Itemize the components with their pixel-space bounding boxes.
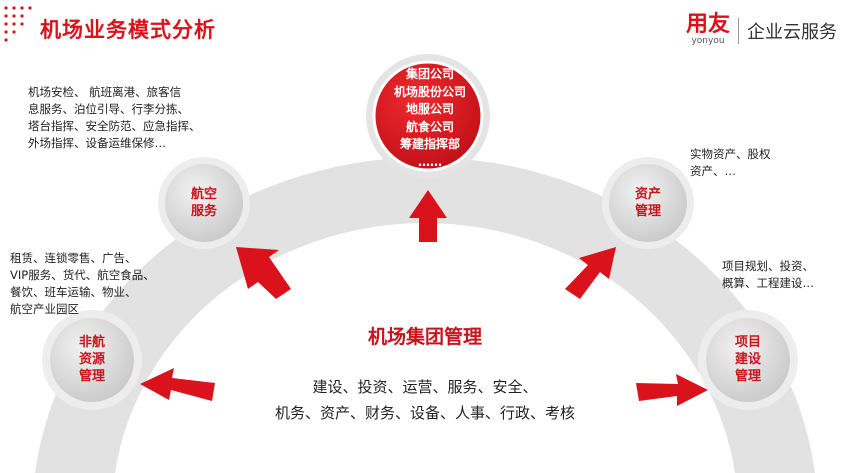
project-circle xyxy=(706,318,790,402)
arrow-asset xyxy=(565,247,616,299)
top-node-line: …… xyxy=(418,154,442,169)
center-line-2: 机务、资产、财务、设备、人事、行政、考核 xyxy=(274,404,575,422)
top-circle xyxy=(372,60,484,172)
asset-management-label: 资产 管理 xyxy=(634,187,661,219)
center-title: 机场集团管理 xyxy=(367,326,482,348)
center-line-1: 建设、投资、运营、服务、安全、 xyxy=(312,378,538,396)
brand-mark: 用友 xyxy=(685,12,730,37)
arrow-non-aviation xyxy=(140,368,215,401)
arrow-up xyxy=(409,190,447,242)
project-management-label: 项目 建设 管理 xyxy=(734,335,761,384)
non-aviation-label: 非航 资源 管理 xyxy=(78,335,105,384)
arrow-project xyxy=(636,374,708,406)
top-node-line: 集团公司 xyxy=(405,67,454,81)
non-aviation-circle xyxy=(50,318,134,402)
asset-desc: 实物资产、股权 资产、… xyxy=(690,147,771,178)
decor-dots xyxy=(4,6,32,42)
yonyou-logo: 用友 yonyou xyxy=(686,14,730,47)
top-node-line: 机场股份公司 xyxy=(393,84,466,99)
top-node-line: 航食公司 xyxy=(405,119,454,134)
brand-logo: 用友 yonyou 企业云服务 xyxy=(686,14,837,47)
brand-text: 企业云服务 xyxy=(747,21,837,43)
brand-divider xyxy=(738,17,739,44)
top-node-label: 集团公司 机场股份公司 地服公司 航食公司 筹建指挥部 …… xyxy=(382,66,478,171)
aviation-service-label: 航空 服务 xyxy=(190,187,217,219)
arrow-aviation xyxy=(236,247,291,299)
project-desc: 项目规划、投资、 概算、工程建设… xyxy=(722,259,814,290)
brand-subtext: yonyou xyxy=(691,36,725,46)
aviation-service-desc: 机场安检、 航班离港、旅客信 息服务、泊位引导、行李分拣、 塔台指挥、安全防范、… xyxy=(28,85,201,150)
top-node-line: 筹建指挥部 xyxy=(399,137,460,151)
aviation-circle xyxy=(165,164,243,242)
node-circles xyxy=(42,54,798,410)
top-node-line: 地服公司 xyxy=(405,102,454,116)
page-title: 机场业务模式分析 xyxy=(40,18,216,42)
asset-circle xyxy=(609,164,687,242)
arrows xyxy=(140,190,708,406)
non-aviation-desc: 租赁、连锁零售、广告、 VIP服务、货代、航空食品、 餐饮、班车运输、物业、 航… xyxy=(10,251,155,316)
